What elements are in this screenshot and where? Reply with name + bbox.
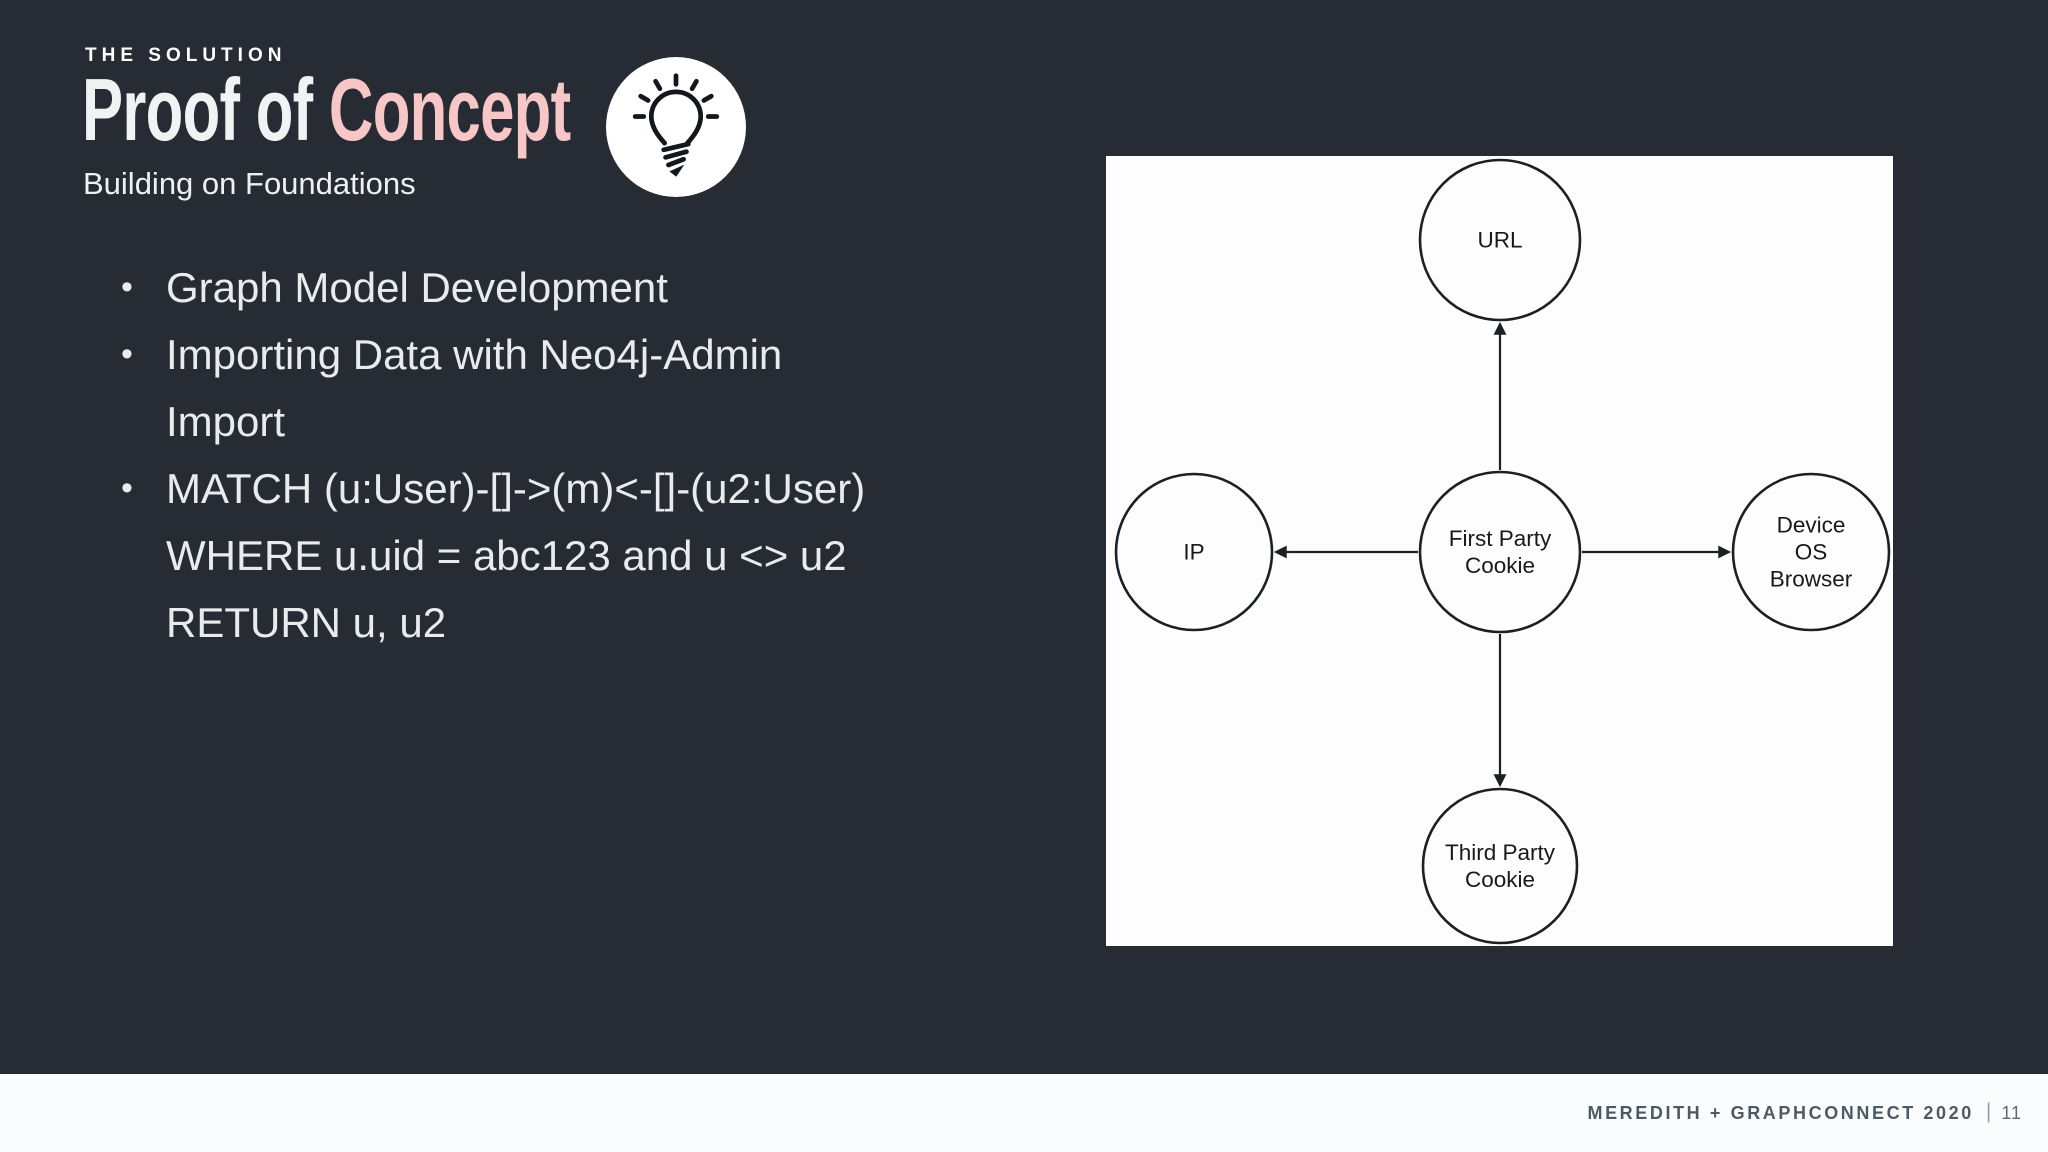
node-label: URL (1477, 228, 1522, 253)
node-circle (1114, 472, 1274, 632)
lightbulb-badge (606, 57, 746, 197)
title-accent: Concept (328, 60, 571, 159)
node-ip: IP (1114, 472, 1274, 632)
page-number: 11 (2001, 1102, 2022, 1123)
bullet-line: RETURN u, u2 (166, 599, 447, 646)
bullet-marker: • (121, 469, 133, 507)
footer-separator: | (1985, 1100, 1992, 1123)
bullet-marker: • (121, 268, 133, 306)
bullet-line: WHERE u.uid = abc123 and u <> u2 (166, 532, 847, 579)
bullet-marker: • (121, 335, 133, 373)
bullet-item: • Graph Model Development (103, 254, 1003, 321)
title-main: Proof of (82, 60, 329, 159)
bullet-line: Graph Model Development (166, 264, 668, 311)
lightbulb-icon (632, 73, 720, 177)
bullet-list: • Graph Model Development • Importing Data … (103, 254, 1003, 656)
footer-bar: MEREDITH + GRAPHCONNECT 2020 | 11 (0, 1074, 2048, 1152)
bullet-line: Importing Data with Neo4j-Admin (166, 331, 783, 378)
bullet-text: MATCH (u:User)-[]->(m)<-[]-(u2:User) WHER… (166, 455, 865, 656)
eyebrow-label: THE SOLUTION (85, 45, 287, 66)
page-title: Proof of Concept (82, 66, 571, 154)
node-circle (1421, 787, 1579, 945)
node-label: IP (1183, 540, 1204, 565)
subtitle: Building on Foundations (83, 166, 416, 201)
node-circle (1418, 470, 1582, 634)
bullet-text: Graph Model Development (166, 254, 668, 321)
footer-credit: MEREDITH + GRAPHCONNECT 2020 (1587, 1102, 1974, 1123)
bullet-line: MATCH (u:User)-[]->(m)<-[]-(u2:User) (166, 465, 866, 512)
node-url: URL (1418, 158, 1582, 322)
bullet-line: Import (166, 398, 286, 445)
node-circle (1731, 472, 1891, 632)
bullet-item: • MATCH (u:User)-[]->(m)<-[]-(u2:User) WHE… (103, 455, 1003, 656)
node-circle (1418, 158, 1582, 322)
